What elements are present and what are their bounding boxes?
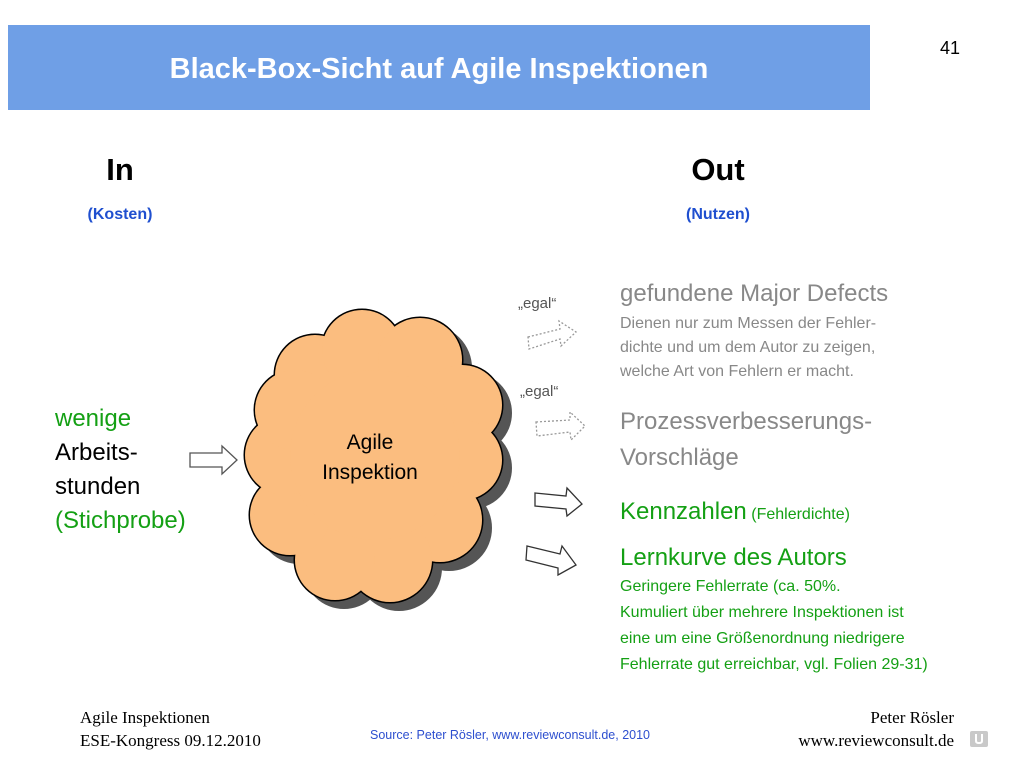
- major-defects-body-3: welche Art von Fehlern er macht.: [620, 363, 854, 380]
- arrow-out-2: [535, 410, 586, 442]
- footer-right-line-1: Peter Rösler: [870, 708, 954, 727]
- output-lernkurve: Lernkurve des Autors Geringere Fehlerrat…: [620, 544, 928, 678]
- arrow-input: [189, 444, 238, 476]
- kennzahlen-heading: Kennzahlen: [620, 498, 747, 525]
- footer-right: Peter Rösler www.reviewconsult.de: [798, 706, 954, 752]
- footer-right-line-2: www.reviewconsult.de: [798, 731, 954, 750]
- footer-left-line-2: ESE-Kongress 09.12.2010: [80, 731, 261, 750]
- major-defects-body-2: dichte und um dem Autor zu zeigen,: [620, 339, 876, 356]
- input-line-1: wenige: [55, 405, 132, 432]
- output-kennzahlen: Kennzahlen (Fehlerdichte): [620, 498, 850, 526]
- cloud-label: Agile Inspektion: [300, 428, 440, 488]
- egal-label-2: „egal“: [520, 383, 559, 400]
- arrow-out-3: [534, 486, 583, 518]
- footer-left: Agile Inspektionen ESE-Kongress 09.12.20…: [80, 706, 261, 752]
- in-heading: In: [106, 152, 134, 187]
- out-subheading: (Nutzen): [686, 206, 750, 223]
- page-number: 41: [939, 38, 961, 58]
- prozess-line-1: Prozessverbesserungs-: [620, 408, 873, 435]
- input-line-3: stunden: [55, 473, 141, 500]
- cloud-label-line-1: Agile: [346, 431, 394, 454]
- footer-source: Source: Peter Rösler, www.reviewconsult.…: [370, 728, 650, 742]
- egal-label-1: „egal“: [518, 295, 557, 312]
- major-defects-heading: gefundene Major Defects: [620, 280, 889, 307]
- cloud-label-line-2: Inspektion: [322, 461, 418, 484]
- out-heading: Out: [691, 152, 745, 187]
- input-line-4: (Stichprobe): [55, 507, 186, 534]
- slide-title: Black-Box-Sicht auf Agile Inspektionen: [169, 53, 709, 85]
- lernkurve-body-4: Fehlerrate gut erreichbar, vgl. Folien 2…: [620, 656, 928, 673]
- title-bar: [8, 25, 870, 110]
- lernkurve-body-3: eine um eine Größenordnung niedrigere: [620, 630, 905, 647]
- arrow-out-1: [527, 319, 578, 350]
- lernkurve-body-2: Kumuliert über mehrere Inspektionen ist: [620, 604, 904, 621]
- lernkurve-body-1: Geringere Fehlerrate (ca. 50%.: [620, 578, 841, 595]
- in-subheading: (Kosten): [87, 206, 153, 223]
- major-defects-body-1: Dienen nur zum Messen der Fehler-: [620, 315, 877, 332]
- input-description: wenige Arbeits- stunden (Stichprobe): [55, 402, 186, 538]
- arrow-out-4: [525, 544, 577, 577]
- kennzahlen-suffix: (Fehlerdichte): [751, 506, 850, 523]
- prozess-line-2: Vorschläge: [620, 444, 739, 471]
- footer-left-line-1: Agile Inspektionen: [80, 708, 210, 727]
- input-line-2: Arbeits-: [55, 439, 138, 466]
- lernkurve-heading: Lernkurve des Autors: [620, 544, 847, 571]
- output-prozess: Prozessverbesserungs- Vorschläge: [620, 404, 872, 476]
- output-major-defects: gefundene Major Defects Dienen nur zum M…: [620, 280, 888, 384]
- reviewconsult-logo-icon: [970, 731, 988, 747]
